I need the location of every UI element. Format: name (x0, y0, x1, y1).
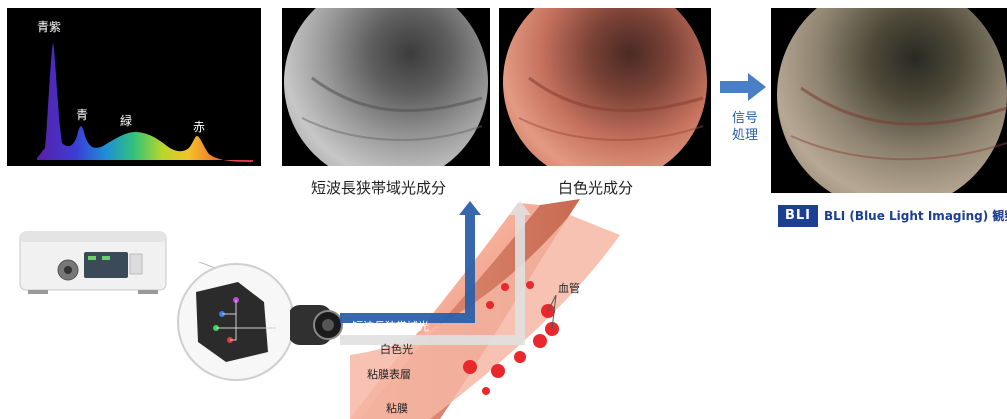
blood-vessel-dot (533, 334, 547, 348)
bli-caption: BLI (Blue Light Imaging) 観察 (824, 207, 1007, 224)
spectrum-label-red: 赤 (193, 118, 205, 135)
spectrum-label-blue: 青 (76, 106, 88, 123)
signal-processing-line1: 信号 (725, 110, 765, 127)
signal-processing-line2: 処理 (725, 127, 765, 144)
spectrum-curve (37, 43, 253, 162)
mucosa-fold-lines (282, 8, 490, 166)
blood-vessel-dot (486, 301, 494, 309)
mucosa-fold-lines (771, 8, 1007, 193)
signal-processing-label: 信号 処理 (725, 110, 765, 144)
white-light-label: 白色光 (380, 341, 413, 357)
narrowband-light-label: 短波長狭帯域光 (352, 318, 429, 334)
bli-observation-image (771, 8, 1007, 193)
processing-arrow-icon (718, 72, 768, 102)
blood-vessel-dot (526, 281, 534, 289)
narrowband-component-image (282, 8, 490, 166)
spectrum-label-blue-violet: 青紫 (37, 18, 61, 35)
blood-vessel-dot (463, 360, 477, 374)
blood-vessel-dot (491, 364, 505, 378)
blood-vessel-dot (482, 387, 490, 395)
spectrum-panel: 青紫 青 緑 赤 (7, 8, 261, 166)
mucosa-surface-label: 粘膜表層 (367, 366, 411, 382)
light-source-zoom (176, 262, 296, 382)
endoscope-processor-device (18, 226, 168, 298)
blood-vessel-label: 血管 (558, 280, 580, 296)
blood-vessel-dot (501, 283, 509, 291)
white-light-component-image (499, 8, 711, 166)
bli-logo: BLI (778, 205, 818, 227)
light-penetration-diagram (290, 195, 710, 419)
blood-vessel-dot (514, 351, 526, 363)
spectrum-label-green: 緑 (120, 112, 132, 129)
mucosa-label: 粘膜 (386, 400, 408, 416)
mucosa-fold-lines (499, 8, 711, 166)
